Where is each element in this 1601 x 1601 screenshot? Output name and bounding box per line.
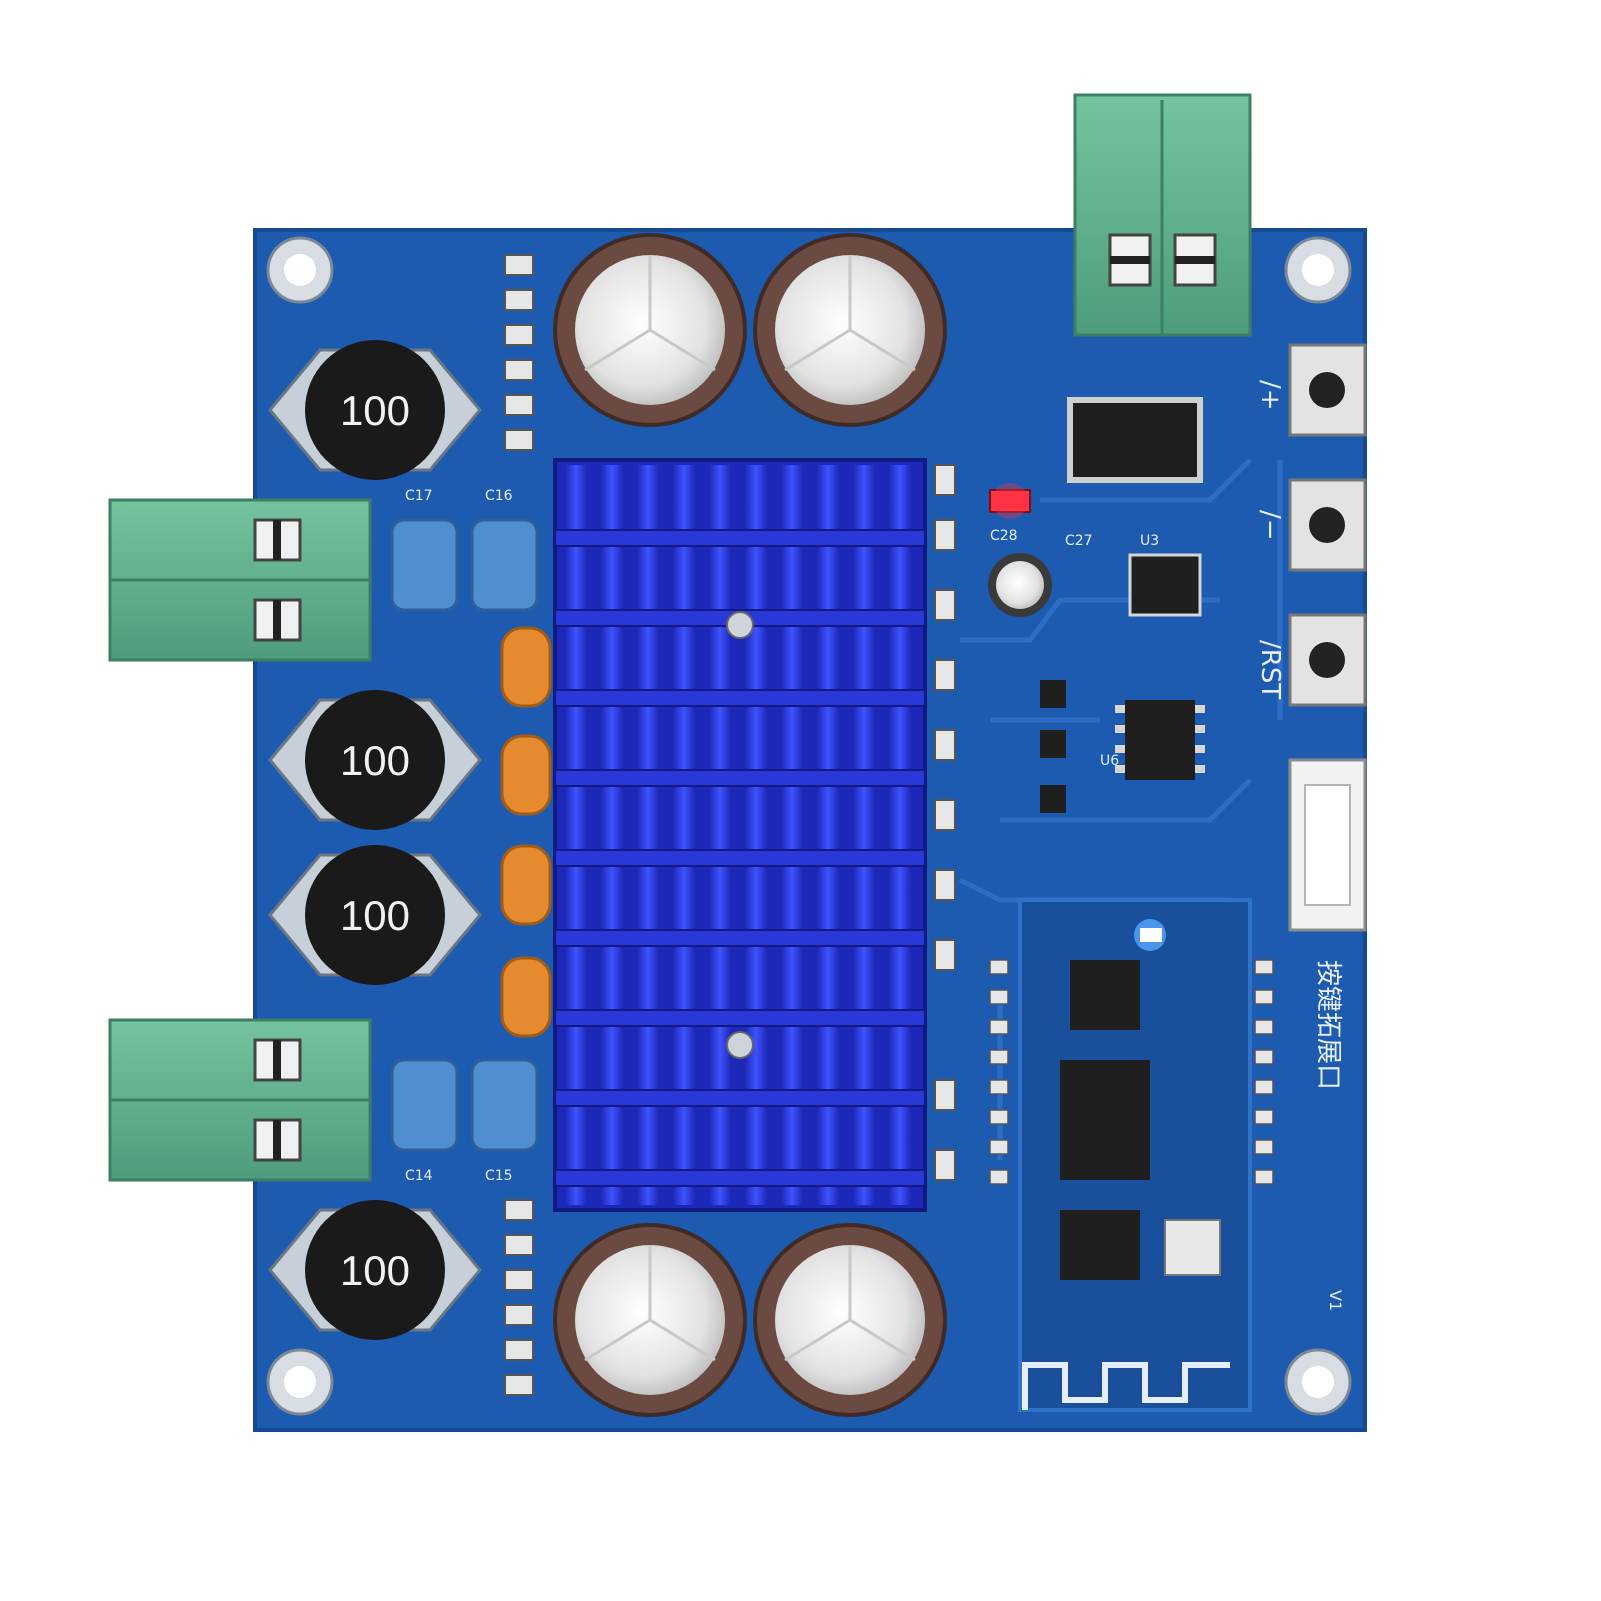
expansion-connector: [1288, 758, 1367, 932]
mounting-holes: [266, 236, 1352, 1416]
red-led: [989, 483, 1031, 519]
label-c28: C28: [990, 528, 1018, 544]
film-capacitors: [390, 518, 539, 1152]
label-v1: V1: [1326, 1290, 1345, 1311]
speaker-terminal-icon: [108, 498, 372, 1182]
button-labels: /+ /− /RST: [1255, 380, 1285, 699]
smd-diode: [1067, 397, 1203, 483]
power-terminal-icon: [1073, 93, 1252, 337]
inductor-4: 100: [268, 1200, 482, 1340]
label-c15: C15: [485, 1168, 513, 1184]
small-electrolytic: [988, 553, 1052, 617]
electrolytic-capacitors-top: [553, 233, 947, 427]
label-c17: C17: [405, 488, 433, 504]
inductor-2: 100: [268, 690, 482, 830]
inductor-label: 100: [340, 737, 410, 784]
label-c14: C14: [405, 1168, 433, 1184]
inductor-label: 100: [340, 1247, 410, 1294]
bluetooth-antenna-icon: [1022, 1362, 1230, 1410]
orange-capacitors: [500, 626, 552, 1038]
label-c16: C16: [485, 488, 513, 504]
push-button-icon: [1288, 343, 1367, 707]
transistors: [1040, 680, 1066, 813]
inductor-3: 100: [268, 845, 482, 985]
button-label-rst: /RST: [1255, 640, 1285, 699]
electrolytic-capacitors-bottom: [553, 1223, 947, 1417]
heatsink: [553, 458, 927, 1212]
bluetooth-module: [989, 898, 1274, 1412]
expansion-port-label: 按键拓展口: [1313, 960, 1343, 1090]
inductor-label: 100: [340, 892, 410, 939]
label-u3: U3: [1140, 533, 1159, 549]
regulator-chip: [1128, 553, 1202, 617]
inductor-1: 100: [268, 340, 482, 480]
label-c27: C27: [1065, 533, 1093, 549]
u6-chip: [1115, 700, 1205, 780]
button-label-plus: /+: [1255, 380, 1285, 411]
silkscreen-labels: C17 C16 C14 C15 C28 C27 U3 U6 V1: [405, 488, 1345, 1311]
smd-components-left: [504, 254, 534, 1396]
label-u6: U6: [1100, 753, 1119, 769]
inductor-label: 100: [340, 387, 410, 434]
smd-components-mid: [934, 464, 956, 1181]
button-label-minus: /−: [1255, 510, 1285, 541]
